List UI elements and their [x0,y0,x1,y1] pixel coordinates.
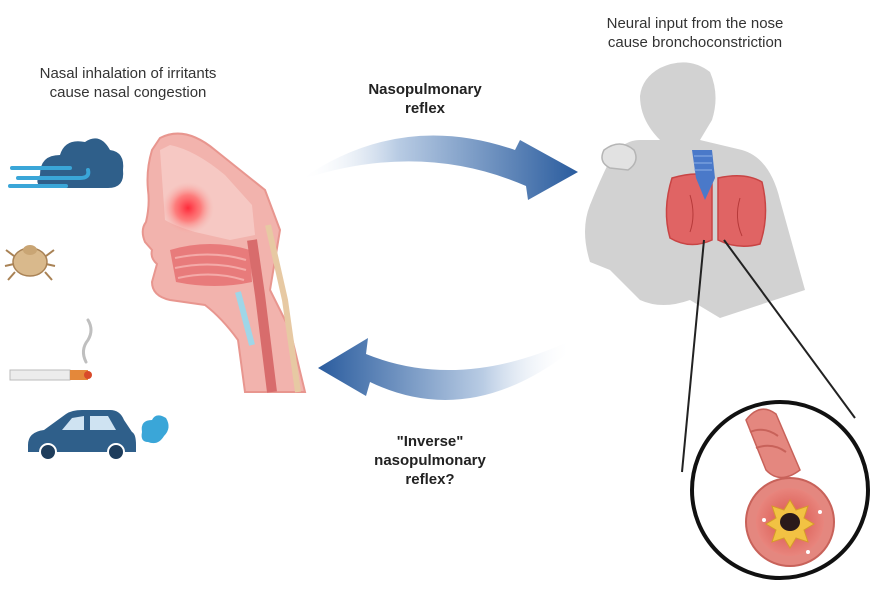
left-caption-line1: Nasal inhalation of irritants [8,64,248,83]
bronchus-inset [692,402,868,578]
man-figure [585,62,805,318]
bottom-label-line2: nasopulmonary [355,451,505,470]
bottom-label-line3: reflex? [355,470,505,489]
right-caption: Neural input from the nose cause broncho… [560,14,830,52]
left-caption: Nasal inhalation of irritants cause nasa… [8,64,248,102]
right-caption-line1: Neural input from the nose [560,14,830,33]
inverse-reflex-arrow [318,338,572,400]
inverse-reflex-label: "Inverse" nasopulmonary reflex? [355,432,505,489]
top-label-line2: reflex [350,99,500,118]
top-label-line1: Nasopulmonary [350,80,500,99]
right-caption-line2: cause bronchoconstriction [560,33,830,52]
wind-cloud-icon [10,138,123,188]
bottom-label-line1: "Inverse" [355,432,505,451]
car-exhaust-icon [28,410,169,460]
head-cross-section [143,134,305,392]
left-caption-line2: cause nasal congestion [8,83,248,102]
dust-mite-icon [5,245,55,280]
cigarette-icon [10,320,92,380]
nasopulmonary-reflex-label: Nasopulmonary reflex [350,80,500,118]
nasopulmonary-arrow [300,135,578,200]
